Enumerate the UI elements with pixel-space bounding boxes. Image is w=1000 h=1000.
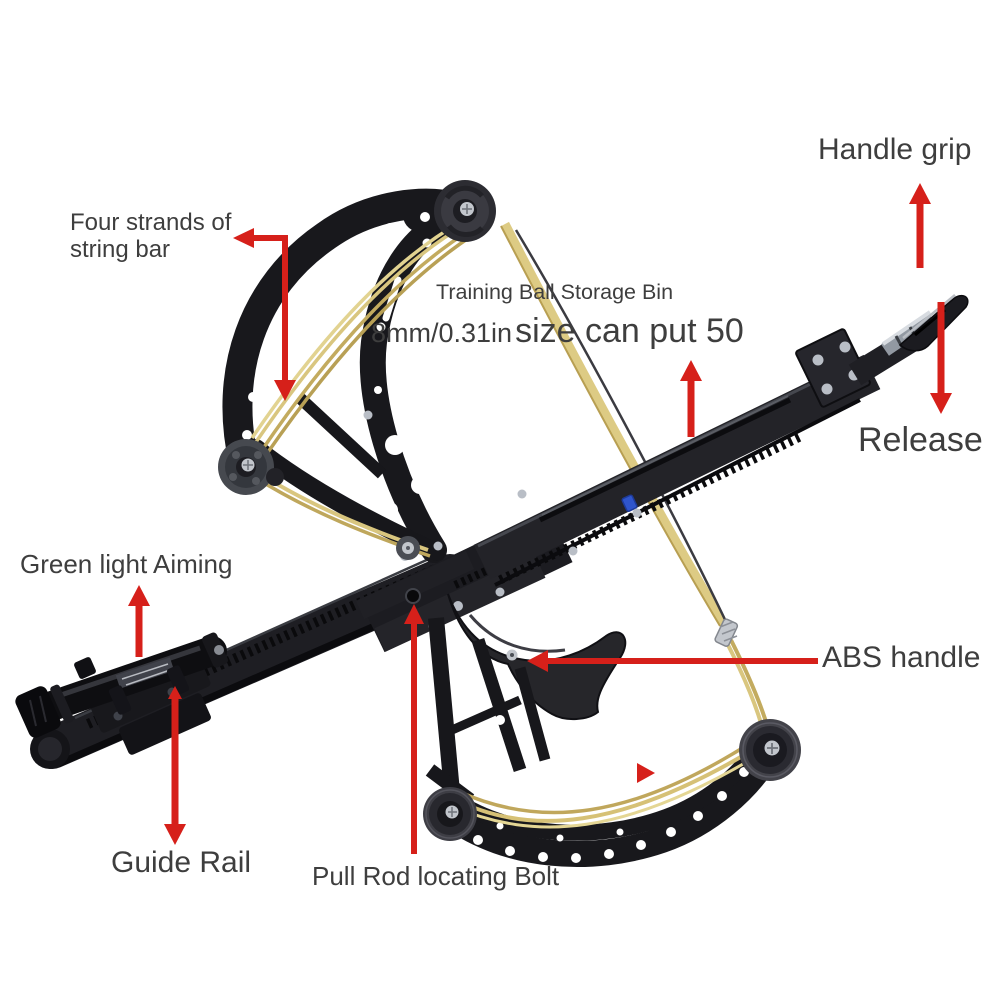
storage-bin-rail: [473, 294, 969, 587]
steel-cable: [514, 229, 731, 629]
arrow-release: [930, 302, 952, 414]
laser-knob: [74, 657, 96, 679]
pull-rod-locating-bolt: [405, 588, 421, 604]
string-bead: [714, 618, 739, 647]
label-size-prefix: 8mm/0.31in: [371, 318, 513, 348]
label-storage-bin-title: Training Ball Storage Bin: [436, 280, 674, 304]
abs-handle: [447, 593, 627, 720]
label-green-light: Green light Aiming: [20, 549, 233, 579]
label-release: Release: [858, 421, 983, 459]
arrow-green-light: [128, 585, 150, 657]
label-guide-rail: Guide Rail: [111, 846, 252, 879]
arrow-pull-rod: [404, 604, 424, 854]
upper-limb-holes: [242, 212, 432, 518]
label-size-text: size can put 50: [515, 312, 744, 350]
lower-left-cam-wheel: [423, 787, 477, 841]
label-abs-handle: ABS handle: [822, 641, 981, 674]
left-cam-wheel: [218, 439, 284, 495]
lower-right-cam-wheel: [739, 719, 801, 781]
label-pull-rod: Pull Rod locating Bolt: [312, 861, 560, 891]
rail-bracket: [795, 328, 871, 408]
laser-sight: [15, 632, 228, 738]
guide-rail: [30, 552, 471, 769]
arrow-string-pointer: [637, 763, 655, 783]
lower-limb-holes: [473, 767, 749, 863]
arrow-storage-bin: [680, 360, 702, 437]
laser-knurled-cap: [15, 686, 61, 738]
arrow-handle-grip: [909, 183, 931, 268]
annotation-arrows: [128, 183, 952, 854]
label-four-strands: Four strands of string bar: [70, 209, 232, 263]
top-cam-wheel: [434, 180, 496, 242]
arrow-abs-handle: [527, 650, 818, 672]
arrow-guide-rail: [164, 686, 186, 845]
blue-clamp: [621, 494, 638, 512]
label-handle-grip: Handle grip: [818, 133, 972, 166]
arrow-four-strands: [233, 228, 296, 401]
lower-limb: [425, 617, 783, 868]
handle-grip-hook: [898, 294, 969, 352]
